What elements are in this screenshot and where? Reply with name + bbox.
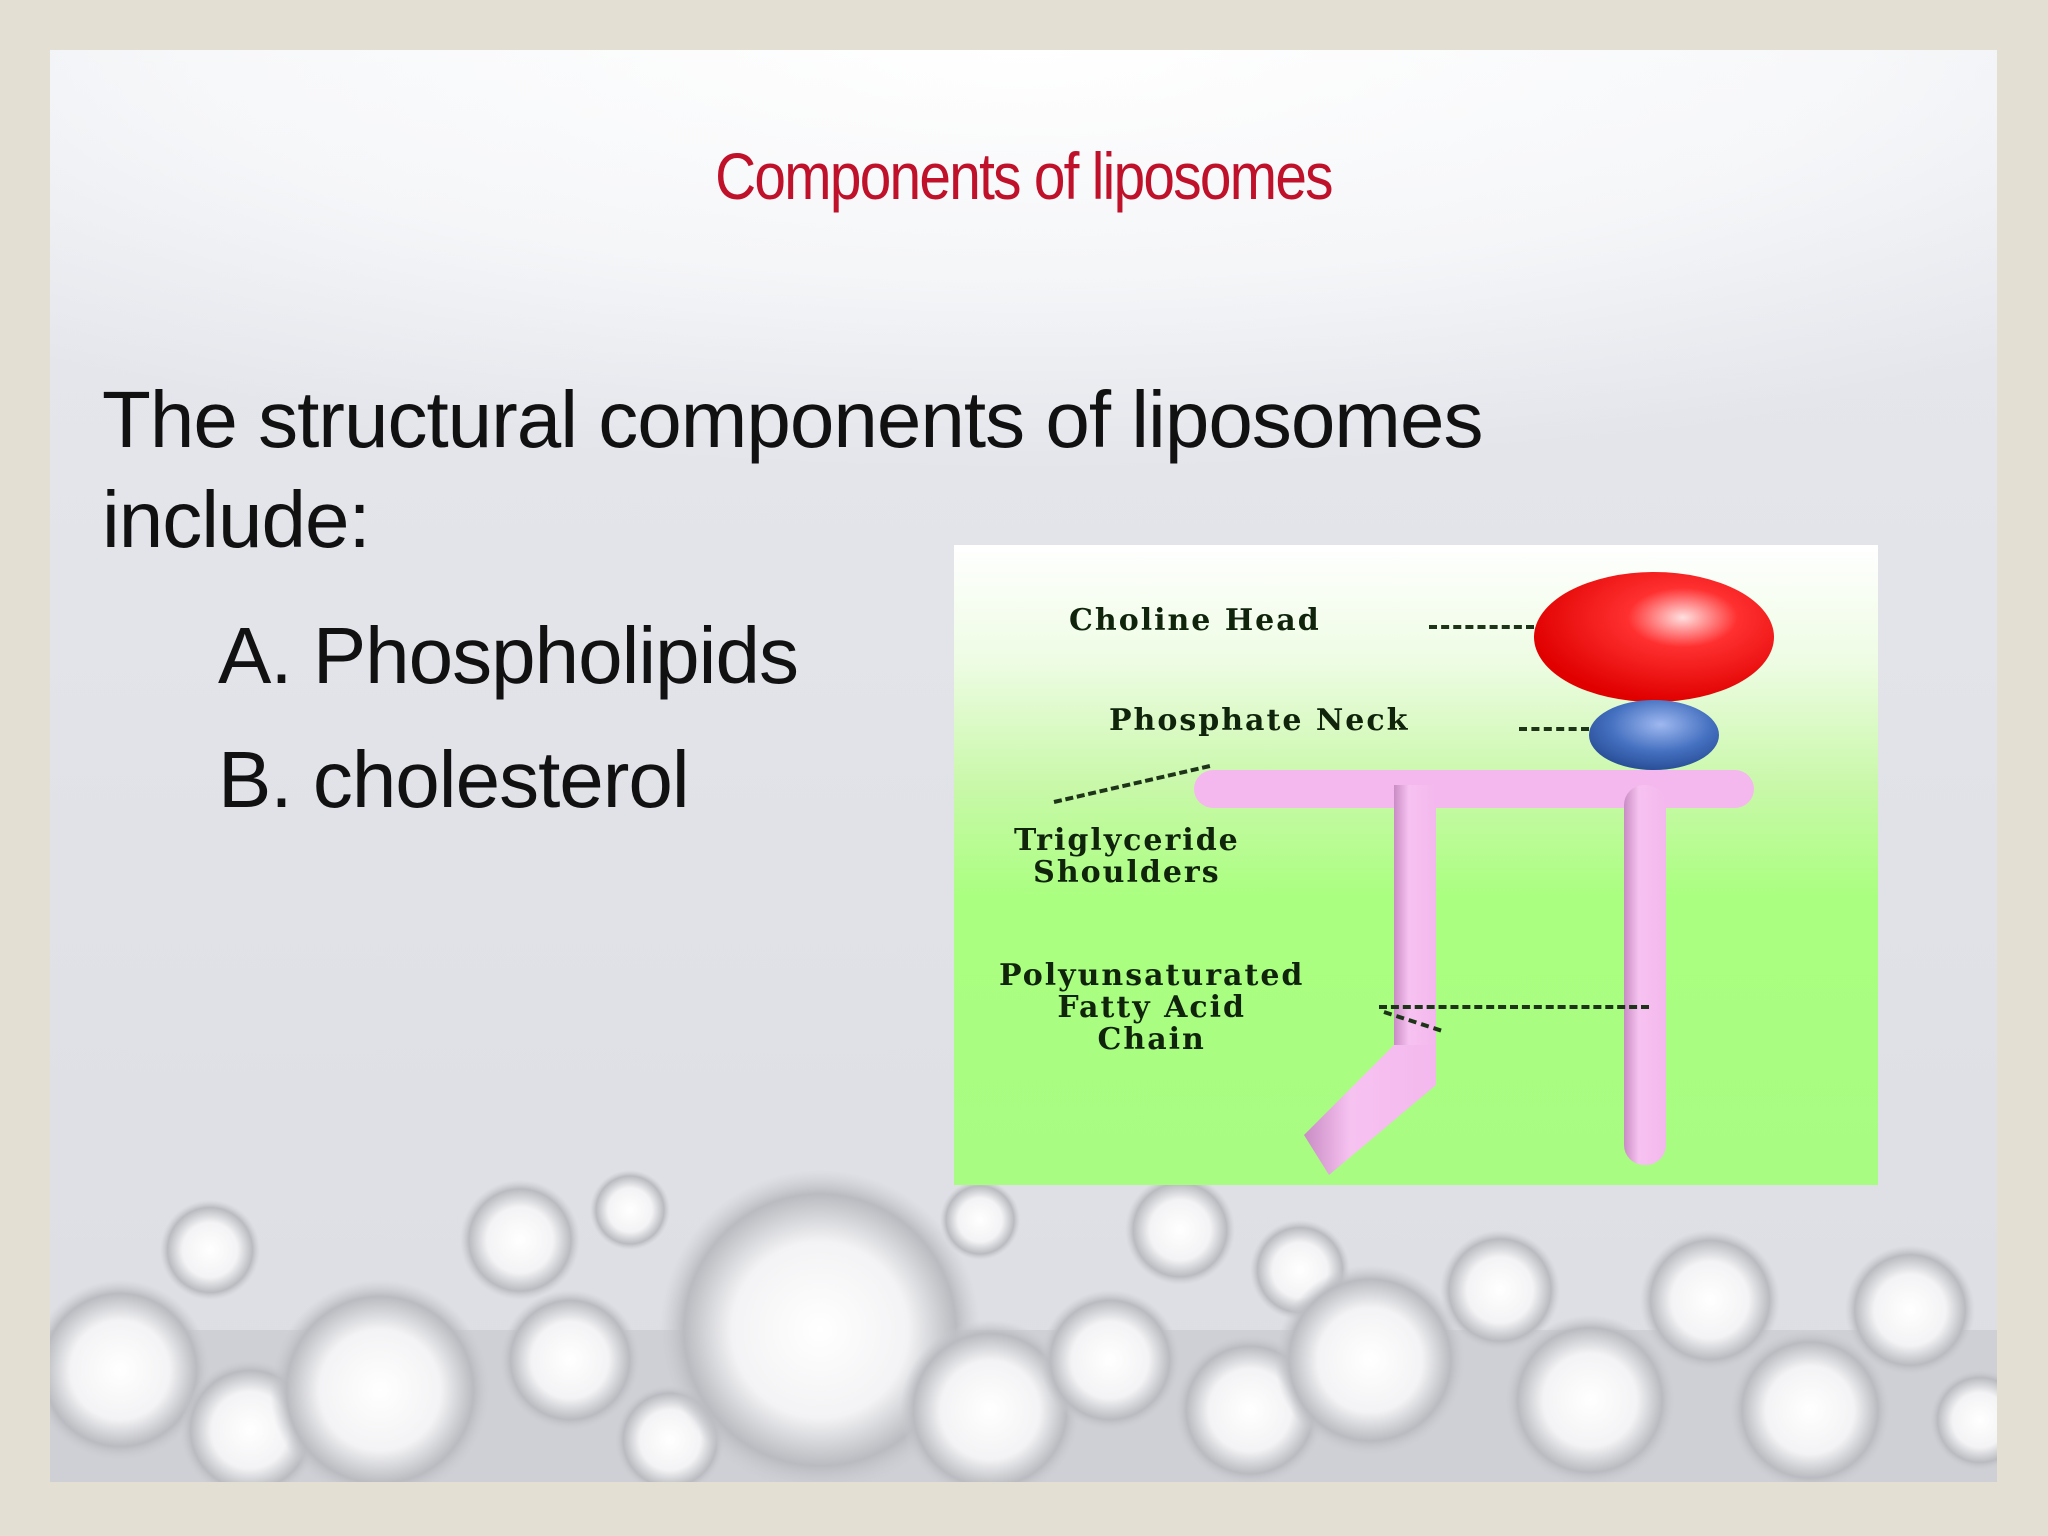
- label-choline-head: Choline Head: [1069, 603, 1321, 638]
- label-shoulders: Shoulders: [1033, 855, 1221, 890]
- list-item-phospholipids: A. Phospholipids: [218, 611, 799, 700]
- label-fatty-acid: Fatty Acid: [1057, 990, 1246, 1025]
- leader-choline-head: [1429, 625, 1534, 629]
- phospholipid-diagram: Choline Head Phosphate Neck Triglyceride…: [954, 545, 1878, 1185]
- leader-phosphate-neck: [1519, 727, 1589, 731]
- slide-title: Components of liposomes: [715, 139, 1333, 213]
- slide: Components of liposomes The structural c…: [50, 50, 1997, 1482]
- intro-text: The structural components of liposomes i…: [102, 370, 1483, 570]
- label-chain: Chain: [1097, 1022, 1206, 1057]
- label-triglyceride: Triglyceride: [1014, 823, 1240, 858]
- label-fatty-acid-chain: Polyunsaturated Fatty Acid Chain: [999, 960, 1304, 1056]
- label-triglyceride-shoulders: Triglyceride Shoulders: [1014, 825, 1240, 889]
- intro-line-1: The structural components of liposomes: [102, 375, 1483, 464]
- component-list: A. Phospholipids B. cholesterol: [218, 594, 799, 842]
- label-polyunsaturated: Polyunsaturated: [999, 958, 1305, 993]
- intro-line-2: include:: [102, 475, 371, 564]
- list-item-cholesterol: B. cholesterol: [218, 735, 690, 824]
- label-phosphate-neck: Phosphate Neck: [1109, 703, 1410, 738]
- bubbles-decoration: [50, 1170, 1997, 1482]
- phospholipid-molecule-illustration: [1194, 572, 1774, 1175]
- leader-fatty-acid-chain: [1379, 1005, 1649, 1009]
